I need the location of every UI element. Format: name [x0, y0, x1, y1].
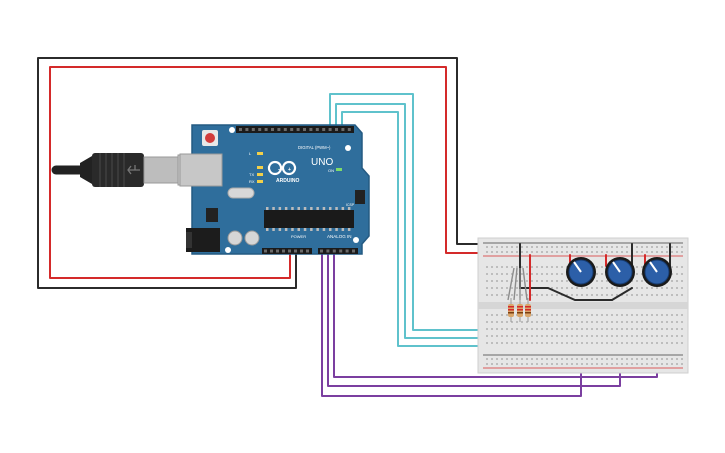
svg-text:−: −: [278, 167, 281, 173]
capacitor: [244, 230, 260, 246]
chip-pins: [266, 207, 351, 231]
icsp-label: ICSP: [346, 203, 355, 207]
usb-symbol-icon: [127, 165, 140, 175]
potentiometer-icon[interactable]: [605, 257, 635, 287]
gnd-wire[interactable]: [37, 57, 481, 289]
icsp-header: [355, 190, 365, 204]
bottom-pin-holes: [264, 249, 355, 253]
voltage-regulator: [206, 208, 218, 222]
arduino-logo-icon: − +: [267, 160, 297, 176]
usb-socket[interactable]: [179, 153, 223, 187]
analog-header-label: ANALOG IN: [327, 234, 352, 239]
vcc-wire[interactable]: [49, 66, 481, 279]
crystal-oscillator: [227, 187, 255, 199]
brand-label: ARDUINO: [276, 178, 299, 184]
resistors: [508, 298, 531, 322]
signal-wire-3[interactable]: [341, 111, 521, 347]
resistor-icon: [525, 298, 531, 322]
analog-header[interactable]: [318, 248, 358, 254]
power-header[interactable]: [262, 248, 312, 254]
led-label-tx: TX: [249, 172, 254, 177]
atmega-chip: [264, 210, 354, 228]
potentiometer-icon[interactable]: [566, 257, 596, 287]
capacitor: [227, 230, 243, 246]
led-label-on: ON: [328, 168, 334, 173]
signal-wire-2[interactable]: [335, 103, 513, 339]
wires: [37, 57, 658, 397]
model-label: UNO: [311, 157, 333, 168]
led-label-l: L: [249, 151, 252, 156]
digital-header[interactable]: [236, 126, 354, 133]
rgb-led-legs: [507, 267, 528, 301]
digital-pin-holes: [239, 128, 351, 131]
digital-header-label: DIGITAL (PWM~): [298, 145, 331, 150]
arduino-uno-board[interactable]: L TX RX ON − + ARDUINO UNO ICSP DIGITAL …: [179, 124, 370, 255]
resistor-icon: [508, 298, 514, 322]
signal-wire-1[interactable]: [329, 93, 501, 331]
resistor-icon: [517, 298, 523, 322]
svg-text:+: +: [288, 167, 291, 173]
led-label-rx: RX: [249, 179, 255, 184]
potentiometers: [566, 257, 672, 287]
potentiometer-icon[interactable]: [642, 257, 672, 287]
power-header-label: POWER: [291, 234, 306, 239]
